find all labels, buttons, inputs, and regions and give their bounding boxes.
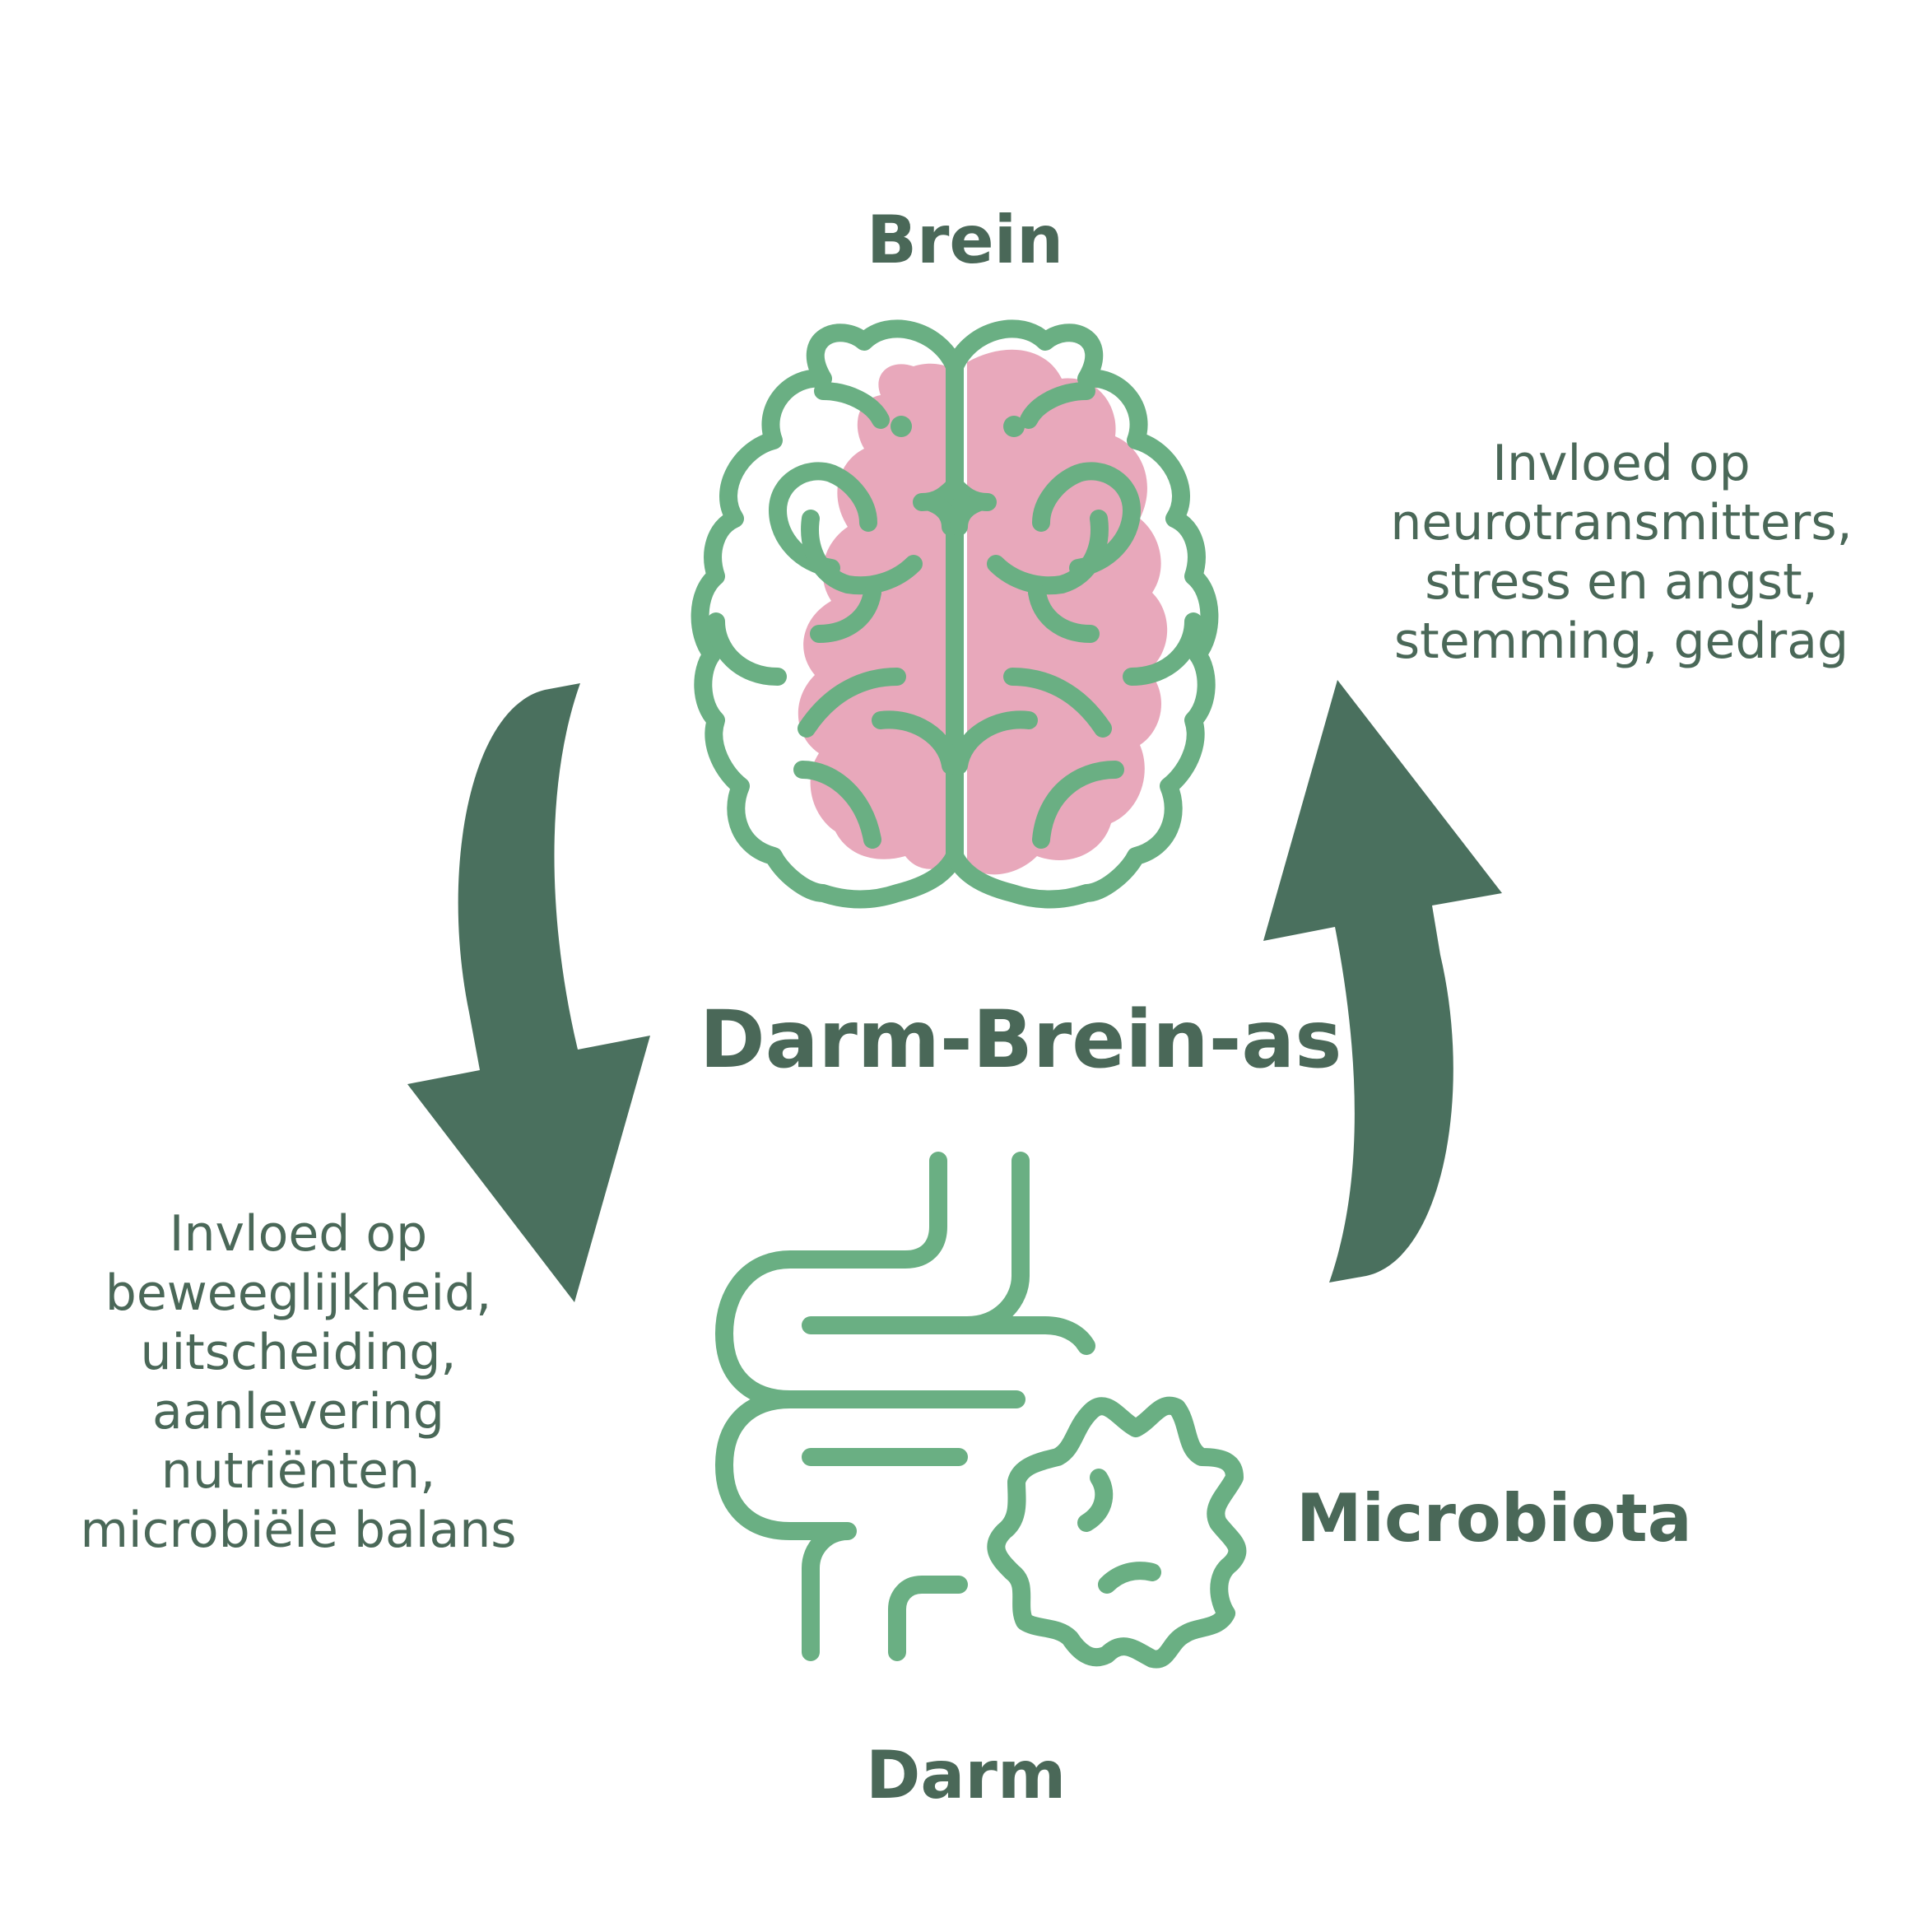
brain-fold-left-4 — [707, 612, 787, 686]
brain-dot-right — [1003, 416, 1025, 437]
brain-fold-left-7 — [793, 761, 881, 849]
brain-fold-left-6 — [872, 710, 960, 775]
bacteria-inner-curve-1 — [1077, 1469, 1114, 1532]
right-description-line-4: stemming, gedrag — [1393, 612, 1849, 670]
diagram-title: Darm-Brein-as — [700, 994, 1342, 1086]
brain-fold-right-5 — [1003, 668, 1112, 738]
right-description: Invloed op neurotransmitters, stress en … — [1366, 434, 1877, 671]
brain-fold-right-3 — [1028, 584, 1100, 643]
brain-left-outline — [691, 319, 964, 909]
brain-fold-right-4 — [1123, 612, 1202, 686]
microbiota-label: Microbiota — [1296, 1480, 1692, 1557]
intestine-bottom-tube — [888, 1576, 968, 1661]
intestine-icon — [715, 1152, 1095, 1661]
brain-fold-right-8 — [1020, 382, 1095, 429]
left-description-line-5: nutriënten, — [160, 1442, 436, 1500]
arrow-down-left — [407, 683, 650, 1302]
brain-fold-right-6 — [950, 710, 1038, 775]
brain-fold-left-5 — [798, 668, 906, 738]
arrow-up-right — [1263, 680, 1502, 1283]
right-description-line-2: neurotransmitters, — [1390, 494, 1853, 552]
brain-fold-left-8 — [814, 382, 890, 429]
intestine-fold-1 — [958, 1316, 1095, 1355]
brain-fold-left-1 — [769, 462, 877, 577]
left-description-line-3: uitscheiding, — [140, 1324, 457, 1381]
brain-icon — [691, 319, 1219, 909]
brain-pink-fill — [798, 363, 955, 869]
left-description-line-2: beweeglijkheid, — [105, 1264, 492, 1322]
bacteria-inner-curve-2 — [1098, 1562, 1161, 1594]
brain-fold-right-7 — [1032, 761, 1124, 849]
right-description-line-3: stress en angst, — [1425, 553, 1818, 611]
intestine-right-tube — [802, 1152, 1030, 1334]
left-description-line-4: aanlevering — [151, 1383, 445, 1441]
bacteria-outline — [987, 1396, 1247, 1669]
brain-fold-right-1 — [1032, 462, 1141, 577]
bacteria-icon — [987, 1396, 1247, 1669]
brain-center-right-notch — [950, 493, 988, 536]
brain-dot-left — [891, 416, 912, 437]
right-description-line-1: Invloed op — [1492, 435, 1751, 492]
brain-fold-left-3 — [810, 584, 881, 643]
brain-right-outline — [946, 319, 1219, 909]
brain-fold-right-2 — [987, 510, 1109, 595]
brain-fold-left-2 — [801, 510, 923, 595]
left-description: Invloed op beweeglijkheid, uitscheiding,… — [49, 1204, 547, 1560]
left-description-line-6: microbiële balans — [80, 1501, 517, 1559]
gut-label: Darm — [866, 1737, 1067, 1813]
brain-label: Brein — [867, 202, 1064, 278]
left-description-line-1: Invloed op — [169, 1205, 428, 1263]
